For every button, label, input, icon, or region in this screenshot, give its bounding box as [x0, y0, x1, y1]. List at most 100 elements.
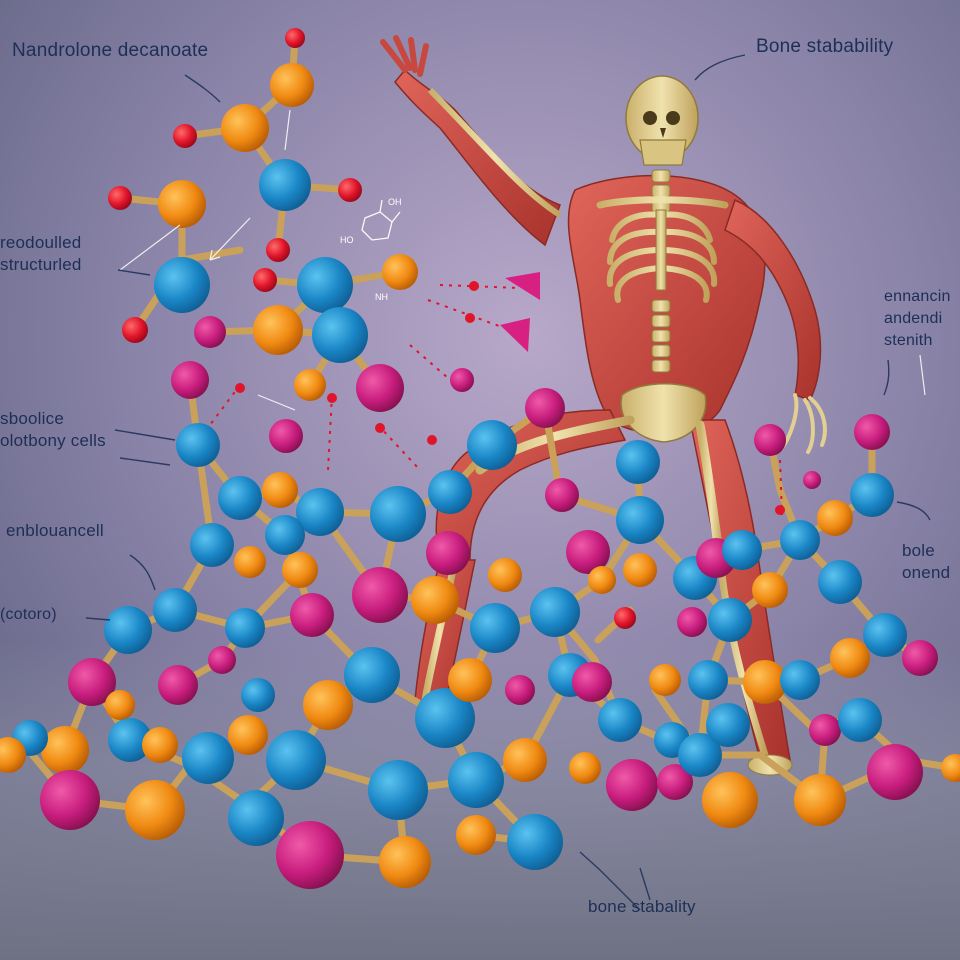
atom: [158, 180, 206, 228]
atom: [677, 607, 707, 637]
atom: [708, 598, 752, 642]
atom: [285, 28, 305, 48]
atom: [253, 305, 303, 355]
atom: [809, 714, 841, 746]
atom: [142, 727, 178, 763]
atom: [780, 660, 820, 700]
atom: [356, 364, 404, 412]
atom: [269, 419, 303, 453]
atom: [688, 660, 728, 700]
label-bony-cells: sboolice olotbony cells: [0, 408, 106, 452]
atom: [428, 470, 472, 514]
label-line: reodoulled: [0, 233, 82, 252]
atom: [266, 730, 326, 790]
atom: [282, 552, 318, 588]
atom: [218, 476, 262, 520]
atom: [379, 836, 431, 888]
atom: [614, 607, 636, 629]
atom: [678, 733, 722, 777]
atom: [182, 732, 234, 784]
atom: [488, 558, 522, 592]
atom: [368, 760, 428, 820]
atom: [530, 587, 580, 637]
atom: [266, 238, 290, 262]
atom: [415, 688, 475, 748]
atom: [225, 608, 265, 648]
atom: [108, 718, 152, 762]
atom: [228, 715, 268, 755]
chemical-formula: [361, 199, 401, 241]
atom: [752, 572, 788, 608]
atom: [370, 486, 426, 542]
label-bone-stability-bottom: bone stabality: [588, 897, 696, 916]
atom: [722, 530, 762, 570]
atom: [606, 759, 658, 811]
atom: [545, 478, 579, 512]
atom: [470, 603, 520, 653]
atom: [817, 500, 853, 536]
formula-oh: OH: [388, 197, 402, 207]
atom: [190, 523, 234, 567]
atom: [352, 567, 408, 623]
atom: [338, 178, 362, 202]
atom: [303, 680, 353, 730]
atom: [68, 658, 116, 706]
atom: [818, 560, 862, 604]
atom: [41, 726, 89, 774]
formula-ho: HO: [340, 235, 354, 245]
atom: [503, 738, 547, 782]
label-nandrolone-decanoate: Nandrolone decanoate: [12, 40, 209, 61]
label-line: bole: [902, 541, 935, 560]
atom: [448, 658, 492, 702]
atom: [297, 257, 353, 313]
label-line: ennancin: [884, 288, 951, 305]
atom: [616, 440, 660, 484]
atom: [171, 361, 209, 399]
molecule-atoms: [0, 28, 960, 889]
atom: [262, 472, 298, 508]
atom: [743, 660, 787, 704]
atom: [228, 790, 284, 846]
atom: [588, 566, 616, 594]
label-cotoro: (cotoro): [0, 606, 57, 623]
atom: [122, 317, 148, 343]
atom: [572, 662, 612, 702]
atom: [154, 257, 210, 313]
atom: [830, 638, 870, 678]
atom: [105, 690, 135, 720]
atom: [426, 531, 470, 575]
label-enhancing-strength: ennancin andendi stenith: [884, 286, 951, 352]
label-line: olotbony cells: [0, 431, 106, 450]
atom: [411, 576, 459, 624]
flow-arrows: [119, 109, 926, 516]
atom: [108, 186, 132, 210]
atom: [623, 553, 657, 587]
atom: [450, 368, 474, 392]
label-line: sboolice: [0, 409, 64, 428]
atom: [276, 821, 344, 889]
atom: [259, 159, 311, 211]
atom: [941, 754, 960, 782]
atom: [867, 744, 923, 800]
label-bone-end: bole onend: [902, 540, 950, 584]
atom: [657, 764, 693, 800]
atom: [0, 737, 26, 773]
label-line: stenith: [884, 332, 933, 349]
atom: [104, 606, 152, 654]
atom: [296, 488, 344, 536]
atom: [241, 678, 275, 712]
label-line: andendi: [884, 310, 943, 327]
label-line: onend: [902, 563, 951, 582]
atom: [125, 780, 185, 840]
atom: [780, 520, 820, 560]
atom: [344, 647, 400, 703]
atom: [194, 316, 226, 348]
atom: [505, 675, 535, 705]
leader-lines: [85, 54, 931, 911]
atom: [702, 772, 758, 828]
atom: [507, 814, 563, 870]
atom: [312, 307, 368, 363]
atom: [253, 268, 277, 292]
atom: [838, 698, 882, 742]
